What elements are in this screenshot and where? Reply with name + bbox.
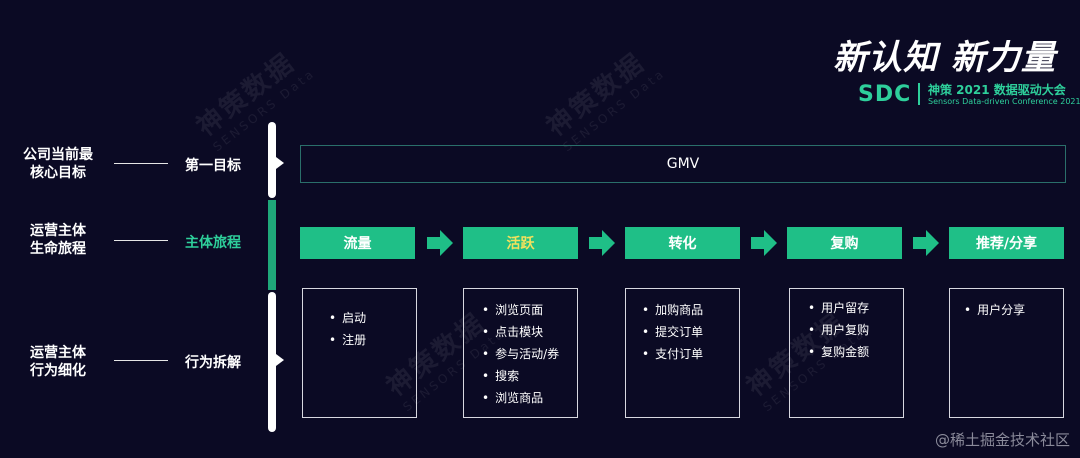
list-item: 启动 — [329, 307, 416, 329]
list-item: 注册 — [329, 329, 416, 351]
goal-box: GMV — [300, 145, 1066, 183]
list-item: 支付订单 — [642, 343, 739, 365]
behavior-box-traffic: 启动 注册 — [302, 288, 417, 418]
row-label-behavior: 运营主体行为细化 — [30, 345, 86, 379]
stage-share: 推荐/分享 — [949, 227, 1064, 259]
list-item: 搜索 — [482, 365, 577, 387]
behavior-box-active: 浏览页面 点击模块 参与活动/券 搜索 浏览商品 — [463, 288, 578, 418]
vertical-bar-middle — [268, 200, 276, 290]
list-item: 用户分享 — [964, 299, 1063, 321]
pointer-triangle — [276, 354, 284, 366]
stage-traffic: 流量 — [300, 227, 415, 259]
list-item: 加购商品 — [642, 299, 739, 321]
mid-label-first-goal: 第一目标 — [185, 158, 241, 174]
mid-label-journey: 主体旅程 — [185, 235, 241, 251]
vertical-bar-top — [268, 122, 276, 198]
list-item: 浏览商品 — [482, 387, 577, 409]
conference-name: 神策 2021 数据驱动大会 — [928, 83, 1066, 97]
stage-repurchase: 复购 — [787, 227, 902, 259]
arrow-right-icon — [589, 230, 615, 256]
footer-watermark: @稀土掘金技术社区 — [934, 431, 1070, 449]
conference-subtitle: Sensors Data-driven Conference 2021 — [928, 97, 1080, 106]
connector-line — [114, 360, 168, 361]
behavior-box-repurchase: 用户留存 用户复购 复购金额 — [789, 288, 904, 418]
arrow-right-icon — [913, 230, 939, 256]
behavior-box-conversion: 加购商品 提交订单 支付订单 — [625, 288, 740, 418]
logo-divider — [918, 83, 920, 105]
list-item: 浏览页面 — [482, 299, 577, 321]
pointer-triangle — [276, 157, 284, 169]
mid-label-behavior: 行为拆解 — [185, 355, 241, 371]
list-item: 用户复购 — [808, 319, 903, 341]
slogan: 新认知 新力量 — [833, 38, 1056, 78]
stage-conversion: 转化 — [625, 227, 740, 259]
stage-active: 活跃 — [463, 227, 578, 259]
row-label-life-journey: 运营主体生命旅程 — [30, 223, 86, 257]
vertical-bar-bottom — [268, 292, 276, 432]
connector-line — [114, 163, 168, 164]
sdc-logo: SDC — [858, 82, 912, 107]
arrow-right-icon — [427, 230, 453, 256]
list-item: 点击模块 — [482, 321, 577, 343]
row-label-core-goal: 公司当前最核心目标 — [23, 147, 93, 181]
list-item: 参与活动/券 — [482, 343, 577, 365]
list-item: 复购金额 — [808, 341, 903, 363]
behavior-box-share: 用户分享 — [949, 288, 1064, 418]
list-item: 提交订单 — [642, 321, 739, 343]
connector-line — [114, 240, 168, 241]
list-item: 用户留存 — [808, 297, 903, 319]
arrow-right-icon — [751, 230, 777, 256]
